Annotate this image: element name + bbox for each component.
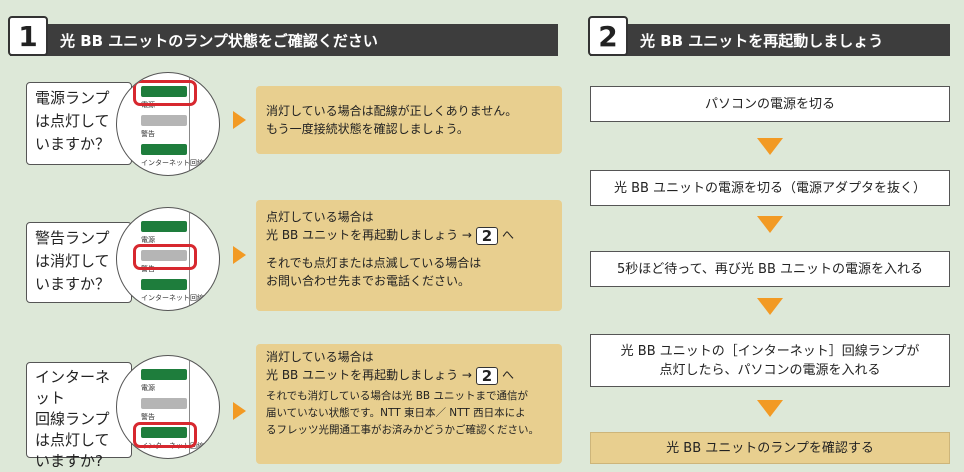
highlight-ring [133,80,197,106]
panel-edge [189,73,190,175]
arrow-right-icon [233,246,246,264]
answer-line: るフレッツ光開通工事がお済みかどうかご確認ください。 [266,423,539,436]
restart-text: 光 BB ユニットを再起動しましょう → [266,368,472,382]
answer-line: もう一度接続状態を確認しましょう。 [266,122,469,136]
section1-title: 光 BB ユニットのランプ状態をご確認ください [60,31,378,50]
section2-title: 光 BB ユニットを再起動しましょう [640,31,884,50]
section2-header: 2 光 BB ユニットを再起動しましょう [588,16,950,56]
step-check-lamps: 光 BB ユニットのランプを確認する [590,432,950,464]
question-line: 警告ランプ [35,229,110,247]
arrow-down-icon [757,138,783,155]
power-lamp-light [141,86,187,97]
panel-edge [189,208,190,310]
internet-lamp-label: インターネット回線 [141,159,204,167]
step2-link[interactable]: 2 [475,366,498,385]
answer-line: 点灯している場合は [266,210,374,224]
question-line: いますか？ [35,135,111,153]
question-power-lamp: 電源ランプ は点灯して いますか？ [26,82,132,165]
step-text: 光 BB ユニットのランプを確認する [666,440,874,456]
arrow-down-icon [757,400,783,417]
restart-text: 光 BB ユニットを再起動しましょう → [266,228,472,242]
power-lamp-light [141,221,187,232]
arrow-right-icon [233,111,246,129]
restart-suffix: へ [501,368,514,382]
question-line: いますか? [35,452,103,470]
arrow-down-icon [757,216,783,233]
question-line: は点灯して [35,431,110,449]
warning-lamp-light [141,250,187,261]
step-text: パソコンの電源を切る [704,96,835,112]
panel-edge [189,356,190,458]
answer-line: それでも消灯している場合は光 BB ユニットまで通信が [266,389,528,402]
warning-lamp-light [141,115,187,126]
arrow-down-icon [757,298,783,315]
step-text: 5秒ほど待って、再び光 BB ユニットの電源を入れる [616,261,924,277]
lamp-panel-internet: 電源 警告 インターネット回線 [116,355,220,459]
warning-lamp-light [141,398,187,409]
step2-link[interactable]: 2 [475,226,498,245]
lamp-panel-power: 電源 警告 インターネット回線 [116,72,220,176]
answer-line: 消灯している場合は [266,350,374,364]
step-text: 点灯したら、パソコンの電源を入れる [659,362,881,378]
arrow-right-icon [233,402,246,420]
section1-number: 1 [8,16,48,56]
section2-number: 2 [588,16,628,56]
step-text: 光 BB ユニットの電源を切る（電源アダプタを抜く） [613,180,927,196]
power-lamp-label: 電源 [141,384,155,392]
warning-lamp-label: 警告 [141,130,155,138]
step-check-internet-lamp: 光 BB ユニットの［インターネット］回線ランプが 点灯したら、パソコンの電源を… [590,334,950,387]
step-turn-off-pc: パソコンの電源を切る [590,86,950,122]
highlight-ring [133,422,197,448]
warning-lamp-label: 警告 [141,413,155,421]
lamp-panel-warning: 電源 警告 インターネット回線 [116,207,220,311]
question-line: は消灯して [35,252,110,270]
question-line: インターネット [35,368,111,407]
step-unplug-unit: 光 BB ユニットの電源を切る（電源アダプタを抜く） [590,170,950,206]
step-text: 光 BB ユニットの［インターネット］回線ランプが [620,343,920,359]
step-power-on-unit: 5秒ほど待って、再び光 BB ユニットの電源を入れる [590,251,950,287]
internet-lamp-light [141,279,187,290]
question-line: 電源ランプ [35,89,110,107]
internet-lamp-light [141,427,187,438]
answer-power-lamp: 消灯している場合は配線が正しくありません。 もう一度接続状態を確認しましょう。 [256,86,562,154]
question-line: は点灯して [35,112,110,130]
power-lamp-light [141,369,187,380]
power-lamp-label: 電源 [141,236,155,244]
restart-suffix: へ [501,228,514,242]
answer-line: それでも点灯または点滅している場合は [266,255,482,270]
internet-lamp-light [141,144,187,155]
question-line: いますか？ [35,275,111,293]
internet-lamp-label: インターネット回線 [141,294,204,302]
answer-line: お問い合わせ先までお電話ください。 [266,273,471,288]
answer-line: 消灯している場合は配線が正しくありません。 [266,104,518,118]
section1-header: 1 光 BB ユニットのランプ状態をご確認ください [8,16,558,56]
question-line: 回線ランプ [35,410,110,428]
highlight-ring [133,244,197,270]
answer-line: 届いていない状態です。NTT 東日本／ NTT 西日本によ [266,406,526,419]
